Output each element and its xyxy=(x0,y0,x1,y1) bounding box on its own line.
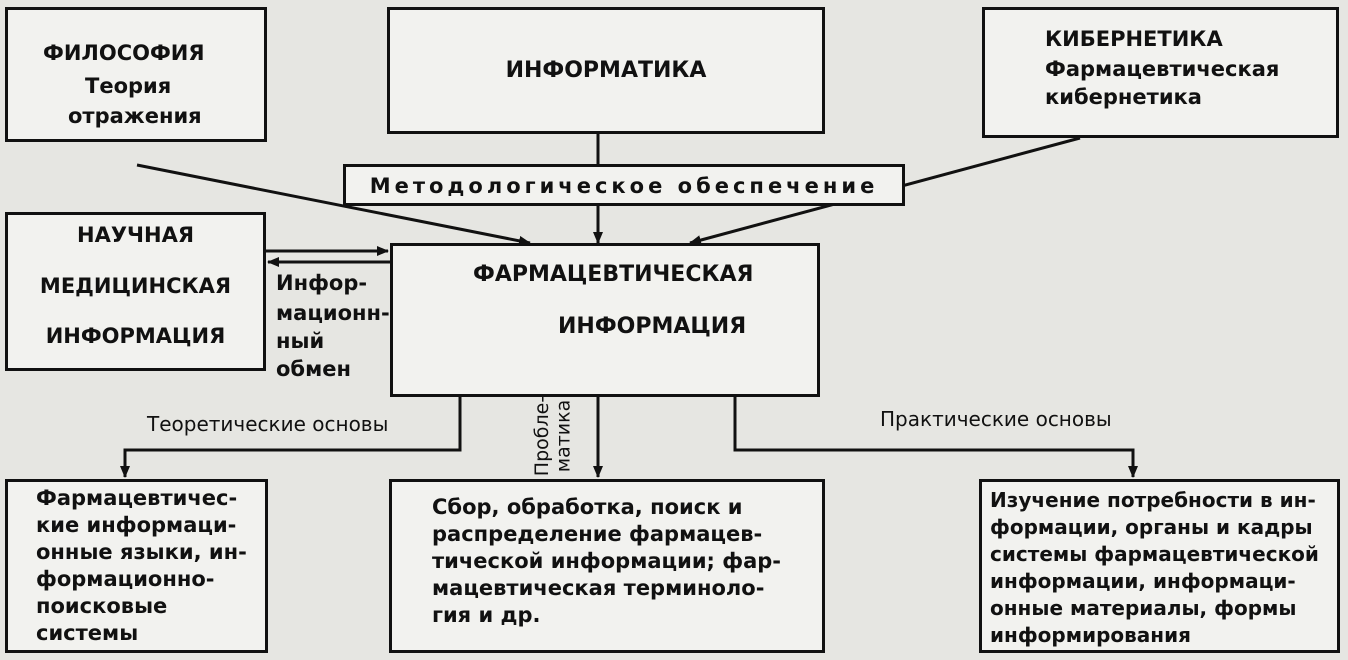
informatics-box: ИНФОРМАТИКА xyxy=(387,7,825,134)
arrow-philosophy-to-pharma xyxy=(136,163,531,246)
pharma-line1: ФАРМАЦЕВТИЧЕСКАЯ xyxy=(473,262,754,287)
medical-line3: ИНФОРМАЦИЯ xyxy=(45,324,226,348)
medical-line2: МЕДИЦИНСКАЯ xyxy=(39,274,232,298)
bottom-left-line3: онные языки, ин- xyxy=(36,540,247,564)
bottom-center-line5: гия и др. xyxy=(432,603,541,627)
bottom-left-line4: формационно- xyxy=(36,567,215,591)
exchange-line2: мационн- xyxy=(276,301,390,325)
informatics-title: ИНФОРМАТИКА xyxy=(505,58,707,83)
bottom-right-line3: системы фармацевтической xyxy=(990,542,1319,566)
exchange-line1: Инфор- xyxy=(276,271,368,295)
bottom-center-box: Сбор, обработка, поиск и распределение ф… xyxy=(389,479,825,653)
bottom-right-box: Изучение потребности в ин- формации, орг… xyxy=(979,479,1340,653)
philosophy-box: ФИЛОСОФИЯ Теория отражения xyxy=(5,7,267,142)
philosophy-title: ФИЛОСОФИЯ xyxy=(43,41,205,65)
practice-basics-label: Практические основы xyxy=(880,407,1112,431)
cybernetics-line1: Фармацевтическая xyxy=(1045,57,1280,81)
methodology-bar: Методологическое обеспечение xyxy=(343,164,905,206)
cybernetics-line2: кибернетика xyxy=(1045,85,1202,109)
bottom-right-line6: информирования xyxy=(990,623,1191,647)
bottom-left-box: Фармацевтичес- кие информаци- онные язык… xyxy=(5,479,268,653)
pharma-line2: ИНФОРМАЦИЯ xyxy=(558,314,747,339)
problematics-line2: матика xyxy=(552,399,575,473)
theory-basics-label: Теоретические основы xyxy=(147,412,389,436)
cybernetics-box: КИБЕРНЕТИКА Фармацевтическая кибернетика xyxy=(982,7,1339,138)
bottom-left-line1: Фармацевтичес- xyxy=(36,486,238,510)
exchange-line3: ный xyxy=(276,329,325,353)
bottom-center-line2: распределение фармацев- xyxy=(432,522,763,546)
philosophy-line2: отражения xyxy=(68,104,202,128)
bottom-center-line3: тической информации; фар- xyxy=(432,549,782,573)
methodology-label: Методологическое обеспечение xyxy=(369,174,879,198)
arrow-pharma-to-bottom-right xyxy=(733,395,1138,478)
bottom-left-line6: системы xyxy=(36,621,139,645)
bottom-right-line4: информации, информаци- xyxy=(990,569,1296,593)
bottom-right-line1: Изучение потребности в ин- xyxy=(990,488,1316,512)
problematics-line1: Пробле- xyxy=(531,395,554,477)
philosophy-line1: Теория xyxy=(85,74,172,98)
cybernetics-title: КИБЕРНЕТИКА xyxy=(1045,27,1223,51)
bottom-left-line5: поисковые xyxy=(36,594,168,618)
bottom-right-line2: формации, органы и кадры xyxy=(990,515,1313,539)
problematics-label: Пробле- матика xyxy=(520,395,580,485)
arrow-pharma-to-bottom-left xyxy=(120,395,462,478)
exchange-line4: обмен xyxy=(276,357,352,381)
bottom-right-line5: онные материалы, формы xyxy=(990,596,1297,620)
pharmaceutical-information-box: ФАРМАЦЕВТИЧЕСКАЯ ИНФОРМАЦИЯ xyxy=(390,243,820,397)
medical-line1: НАУЧНАЯ xyxy=(77,223,194,247)
bottom-left-line2: кие информаци- xyxy=(36,513,237,537)
bottom-center-line1: Сбор, обработка, поиск и xyxy=(432,495,743,519)
medical-information-box: НАУЧНАЯ МЕДИЦИНСКАЯ ИНФОРМАЦИЯ xyxy=(5,212,266,371)
bottom-center-line4: мацевтическая терминоло- xyxy=(432,576,765,600)
